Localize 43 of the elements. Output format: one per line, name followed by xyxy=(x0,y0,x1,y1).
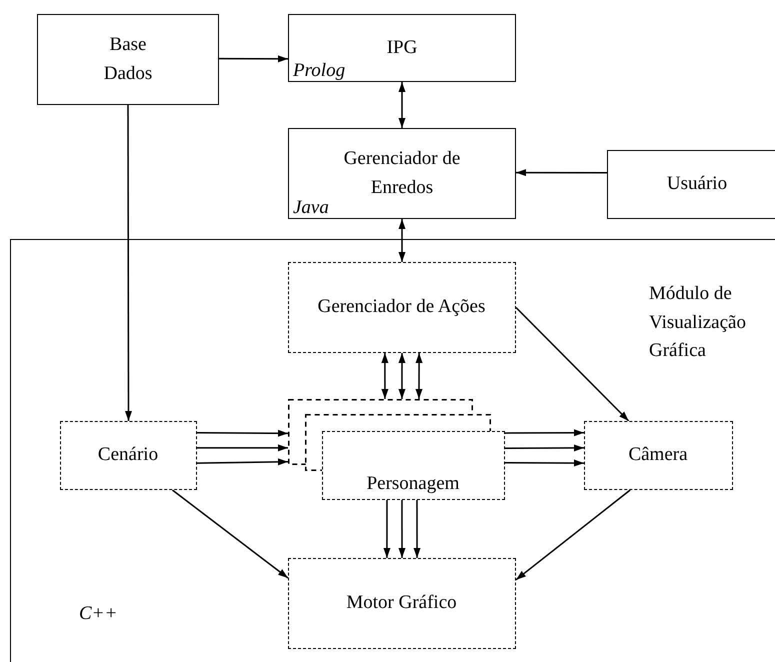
arrow xyxy=(172,489,288,579)
module-box xyxy=(322,430,504,500)
node-label: Usuário xyxy=(666,172,728,196)
process-box xyxy=(288,128,516,219)
arrow xyxy=(197,444,288,452)
arrow xyxy=(505,444,584,452)
module-title: Módulo de Visualização Gráfica xyxy=(649,282,747,363)
node-label: Gerenciador de Ações xyxy=(318,294,486,319)
arrow xyxy=(505,460,584,467)
node-label: Gerenciador de Enredos xyxy=(342,147,462,200)
arrow xyxy=(515,306,630,422)
arrow xyxy=(383,500,390,558)
arrow xyxy=(398,82,406,128)
node-label: IPG xyxy=(386,36,418,60)
module-box xyxy=(288,262,516,352)
arrow xyxy=(414,500,421,558)
arrow xyxy=(398,353,406,399)
process-box xyxy=(288,14,516,82)
arrow xyxy=(398,500,406,558)
arrow xyxy=(196,458,288,466)
node-label: Câmera xyxy=(628,442,688,467)
module-box xyxy=(60,420,196,490)
node-label: Personagem xyxy=(366,472,460,496)
module-container xyxy=(10,239,775,662)
arrow xyxy=(398,219,406,262)
node-label: Base Dados xyxy=(102,33,154,86)
arrow xyxy=(416,353,423,399)
module-box xyxy=(584,420,732,490)
language-label: C++ xyxy=(79,603,118,625)
arrow xyxy=(505,429,584,436)
arrow xyxy=(381,353,388,399)
arrow xyxy=(516,489,631,580)
arrow xyxy=(197,430,288,437)
node-label: Cenário xyxy=(98,442,158,467)
language-label: Prolog xyxy=(293,59,346,84)
arrow xyxy=(219,55,288,62)
process-box xyxy=(37,14,219,105)
node-label: Motor Gráfico xyxy=(346,590,457,615)
arrow xyxy=(516,169,607,176)
language-label: Java xyxy=(293,196,329,220)
module-box xyxy=(288,558,516,648)
arrow xyxy=(124,105,132,421)
actor-box xyxy=(607,150,775,219)
